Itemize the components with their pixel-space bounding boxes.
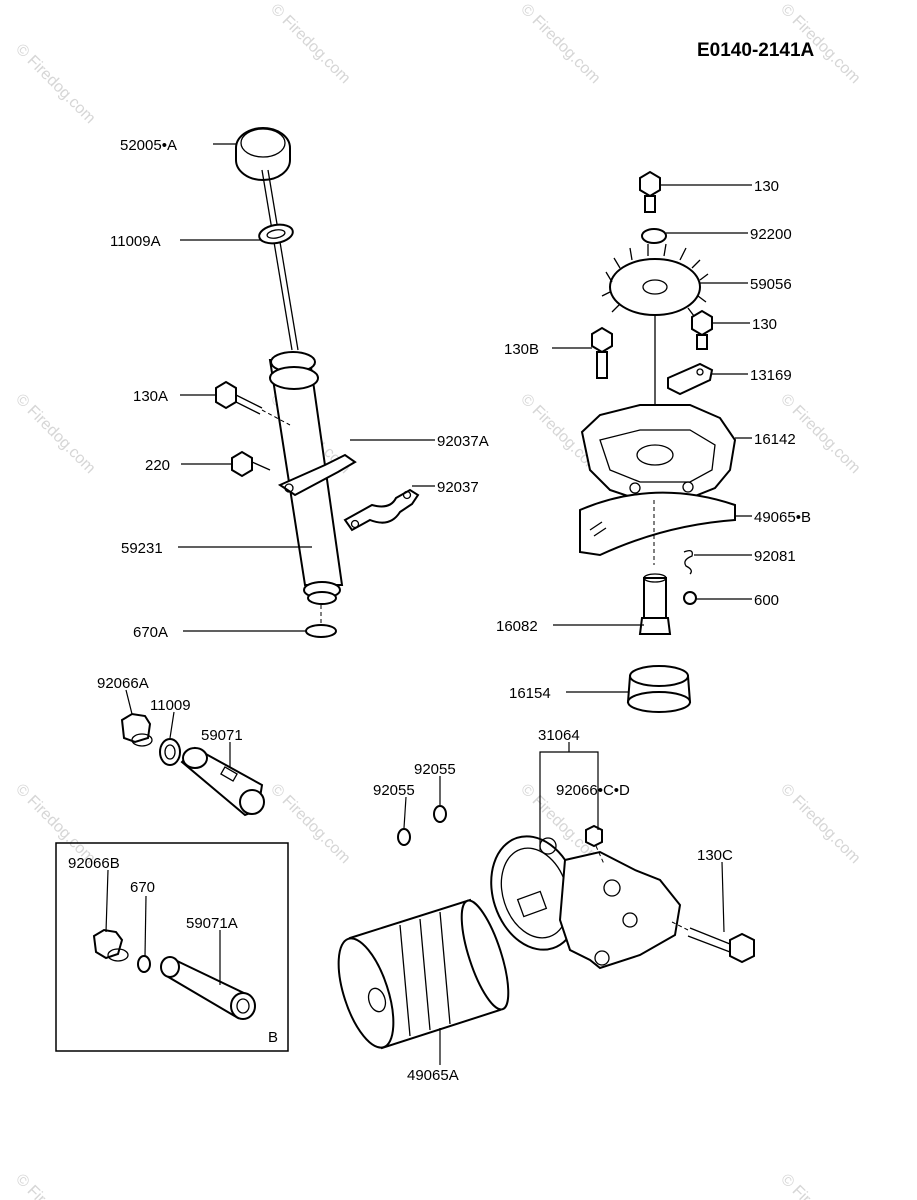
sleeve-59071a[interactable]	[160, 956, 256, 1020]
label-130c[interactable]: 130C	[697, 847, 733, 864]
fitting-92066cd[interactable]	[585, 824, 603, 848]
label-49065b[interactable]: 49065•B	[754, 509, 811, 526]
part-labels: 52005•A 11009A 130A 220 92037A 92037 592…	[68, 137, 811, 1084]
label-130a[interactable]: 130A	[133, 388, 168, 405]
o-ring-92055-a[interactable]	[397, 828, 411, 846]
relief-valve-16082[interactable]	[638, 573, 672, 635]
leader-dash	[261, 409, 291, 426]
plug-92066b[interactable]	[92, 928, 129, 962]
label-52005a[interactable]: 52005•A	[120, 137, 177, 154]
label-11009[interactable]: 11009	[150, 697, 191, 714]
inset-box: B	[55, 842, 289, 1052]
plate-13169[interactable]	[667, 362, 714, 396]
cup-16154[interactable]	[626, 665, 692, 713]
diagram-code: E0140-2141A	[697, 40, 815, 61]
label-670a[interactable]: 670A	[133, 624, 168, 641]
label-59231[interactable]: 59231	[121, 540, 163, 557]
ball-600[interactable]	[683, 591, 697, 605]
label-16142[interactable]: 16142	[754, 431, 796, 448]
o-ring-670a[interactable]	[305, 624, 337, 638]
clamp-92037[interactable]	[343, 488, 420, 532]
label-11009a[interactable]: 11009A	[110, 233, 161, 250]
label-220[interactable]: 220	[145, 457, 170, 474]
screen-49065b[interactable]	[579, 491, 736, 557]
watermark: © Firedog.com	[777, 781, 863, 867]
label-92037a[interactable]: 92037A	[437, 433, 489, 450]
label-92037[interactable]: 92037	[437, 479, 479, 496]
bracket-92037a[interactable]	[277, 453, 357, 497]
sleeve-59071[interactable]	[180, 746, 265, 817]
label-670[interactable]: 670	[130, 879, 155, 896]
label-92200[interactable]: 92200	[750, 226, 792, 243]
rotor-housing-16142[interactable]	[580, 404, 737, 501]
watermark: © Firedog.com	[517, 1, 603, 87]
washer-92200[interactable]	[641, 228, 667, 244]
bolt-130-mid[interactable]	[691, 309, 713, 350]
bolt-220[interactable]	[231, 450, 271, 478]
label-49065a[interactable]: 49065A	[407, 1067, 459, 1084]
pump-body-31064[interactable]	[477, 825, 682, 970]
dipstick-rod	[261, 169, 299, 351]
bolt-130a[interactable]	[215, 380, 263, 415]
label-31064[interactable]: 31064	[538, 727, 580, 744]
o-ring-11009a[interactable]	[258, 222, 295, 246]
label-13169[interactable]: 13169	[750, 367, 792, 384]
leader-dash	[671, 921, 689, 931]
label-16082[interactable]: 16082	[496, 618, 538, 635]
oil-filter-49065a[interactable]	[327, 896, 517, 1054]
label-59071a[interactable]: 59071A	[186, 915, 238, 932]
plug-92066a[interactable]	[120, 712, 153, 747]
washer-11009[interactable]	[159, 738, 181, 766]
label-92066a[interactable]: 92066A	[97, 675, 149, 692]
label-92066b[interactable]: 92066B	[68, 855, 120, 872]
bolt-130c[interactable]	[687, 927, 755, 964]
bolt-130-top[interactable]	[639, 170, 661, 213]
dipstick-cap[interactable]	[235, 127, 291, 181]
o-ring-92055-b[interactable]	[433, 805, 447, 823]
watermark: © Firedog.com	[777, 1171, 863, 1200]
leader-lines	[105, 143, 752, 1065]
label-92066cd[interactable]: 92066•C•D	[556, 782, 630, 799]
label-16154[interactable]: 16154	[509, 685, 551, 702]
watermark: © Firedog.com	[12, 1171, 98, 1200]
label-92055-b[interactable]: 92055	[414, 761, 456, 778]
bolt-130b[interactable]	[591, 326, 613, 379]
label-130b[interactable]: 130B	[504, 341, 539, 358]
inset-label: B	[268, 1029, 278, 1046]
label-59071[interactable]: 59071	[201, 727, 243, 744]
watermark: © Firedog.com	[267, 781, 353, 867]
label-92055-a[interactable]: 92055	[373, 782, 415, 799]
label-600[interactable]: 600	[754, 592, 779, 609]
leader-dash	[595, 845, 605, 865]
label-92081[interactable]: 92081	[754, 548, 796, 565]
watermark: © Firedog.com	[12, 41, 98, 127]
label-59056[interactable]: 59056	[750, 276, 792, 293]
label-130-top[interactable]: 130	[754, 178, 779, 195]
watermark: © Firedog.com	[12, 391, 98, 477]
label-130-mid[interactable]: 130	[752, 316, 777, 333]
watermark: © Firedog.com	[267, 1, 353, 87]
o-ring-670[interactable]	[137, 955, 151, 973]
gear-59056[interactable]	[601, 243, 709, 440]
spring-92081[interactable]	[683, 550, 693, 575]
